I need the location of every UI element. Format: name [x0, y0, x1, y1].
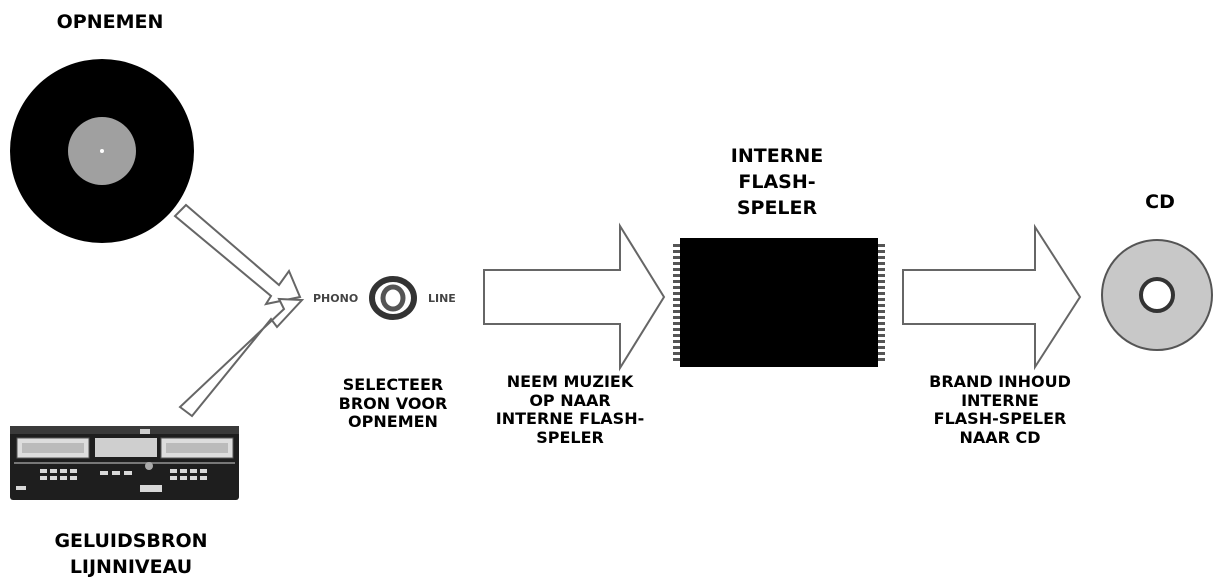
- chip-pin: [877, 304, 885, 307]
- chip-pin: [877, 358, 885, 361]
- record-to-switch-arrow: [173, 203, 302, 306]
- flash-chip-icon: [673, 238, 885, 367]
- chip-pin: [673, 316, 681, 319]
- chip-pin: [673, 286, 681, 289]
- chip-pin: [673, 322, 681, 325]
- burn-to-cd-label: BRAND INHOUD INTERNE FLASH-SPELER NAAR C…: [898, 372, 1102, 447]
- vinyl-record-icon: [10, 59, 194, 243]
- deck-label: GELUIDSBRON LIJNNIVEAU: [0, 528, 262, 579]
- deck-label-line: GELUIDSBRON: [54, 530, 208, 552]
- selector-switch-icon: [369, 276, 417, 320]
- cd-label: CD: [1145, 191, 1175, 213]
- chip-pin: [877, 316, 885, 319]
- chip-pin: [673, 250, 681, 253]
- chip-pin: [673, 352, 681, 355]
- burn-label-line: NAAR CD: [959, 427, 1041, 447]
- select-label-line: OPNEMEN: [348, 412, 438, 432]
- chip-pin: [673, 262, 681, 265]
- chip-pin: [877, 250, 885, 253]
- chip-pin: [673, 346, 681, 349]
- chip-pin: [673, 244, 681, 247]
- chip-pin: [877, 292, 885, 295]
- cassette-deck-icon: [10, 426, 239, 500]
- burn-label-line: FLASH-SPELER: [933, 409, 1067, 429]
- chip-pin: [673, 310, 681, 313]
- select-label-line: SELECTEER: [342, 375, 444, 394]
- chip-pin: [877, 262, 885, 265]
- deck-label-line: LIJNNIVEAU: [69, 556, 193, 579]
- chip-pin: [877, 274, 885, 277]
- chip-pin: [673, 268, 681, 271]
- chip-pin: [673, 304, 681, 307]
- record-to-flash-line: INTERNE FLASH-: [495, 409, 645, 429]
- chip-pin: [877, 310, 885, 313]
- chip-pin: [877, 328, 885, 331]
- chip-pin: [673, 340, 681, 343]
- record-to-flash-line: OP NAAR: [529, 390, 611, 410]
- chip-pin: [877, 352, 885, 355]
- deck-to-switch-arrow: [178, 297, 305, 418]
- chip-pin: [877, 268, 885, 271]
- flash-label-line: SPELER: [736, 197, 818, 220]
- chip-pin: [877, 286, 885, 289]
- flash-to-cd-arrow: [902, 223, 1082, 371]
- chip-pin: [877, 322, 885, 325]
- cd-icon: [1101, 239, 1213, 351]
- burn-label-line: INTERNE: [961, 390, 1039, 410]
- chip-pin: [877, 280, 885, 283]
- record-to-flash-arrow: [483, 222, 666, 372]
- chip-pin: [673, 298, 681, 301]
- flash-label: INTERNE FLASH- SPELER: [688, 143, 866, 222]
- record-to-flash-line: SPELER: [536, 427, 604, 447]
- chip-pin: [673, 334, 681, 337]
- chip-pin: [673, 274, 681, 277]
- burn-label-line: BRAND INHOUD: [929, 372, 1071, 391]
- select-label-line: BRON VOOR: [338, 393, 448, 413]
- select-source-label: SELECTEER BRON VOOR OPNEMEN: [318, 375, 468, 432]
- chip-pin: [673, 292, 681, 295]
- flash-label-line: INTERNE: [730, 145, 824, 167]
- chip-pin: [673, 328, 681, 331]
- record-to-flash-line: NEEM MUZIEK: [506, 372, 634, 391]
- record-to-flash-label: NEEM MUZIEK OP NAAR INTERNE FLASH- SPELE…: [475, 372, 665, 447]
- switch-line-label: LINE: [428, 292, 456, 305]
- chip-pin: [877, 334, 885, 337]
- record-label: OPNEMEN: [56, 11, 164, 33]
- chip-pin: [877, 346, 885, 349]
- switch-phono-label: PHONO: [313, 292, 359, 305]
- chip-pin: [673, 256, 681, 259]
- flash-label-line: FLASH-: [738, 171, 816, 194]
- chip-pin: [877, 256, 885, 259]
- chip-pin: [673, 358, 681, 361]
- chip-pin: [877, 244, 885, 247]
- chip-pin: [673, 280, 681, 283]
- chip-pin: [877, 340, 885, 343]
- chip-pin: [877, 298, 885, 301]
